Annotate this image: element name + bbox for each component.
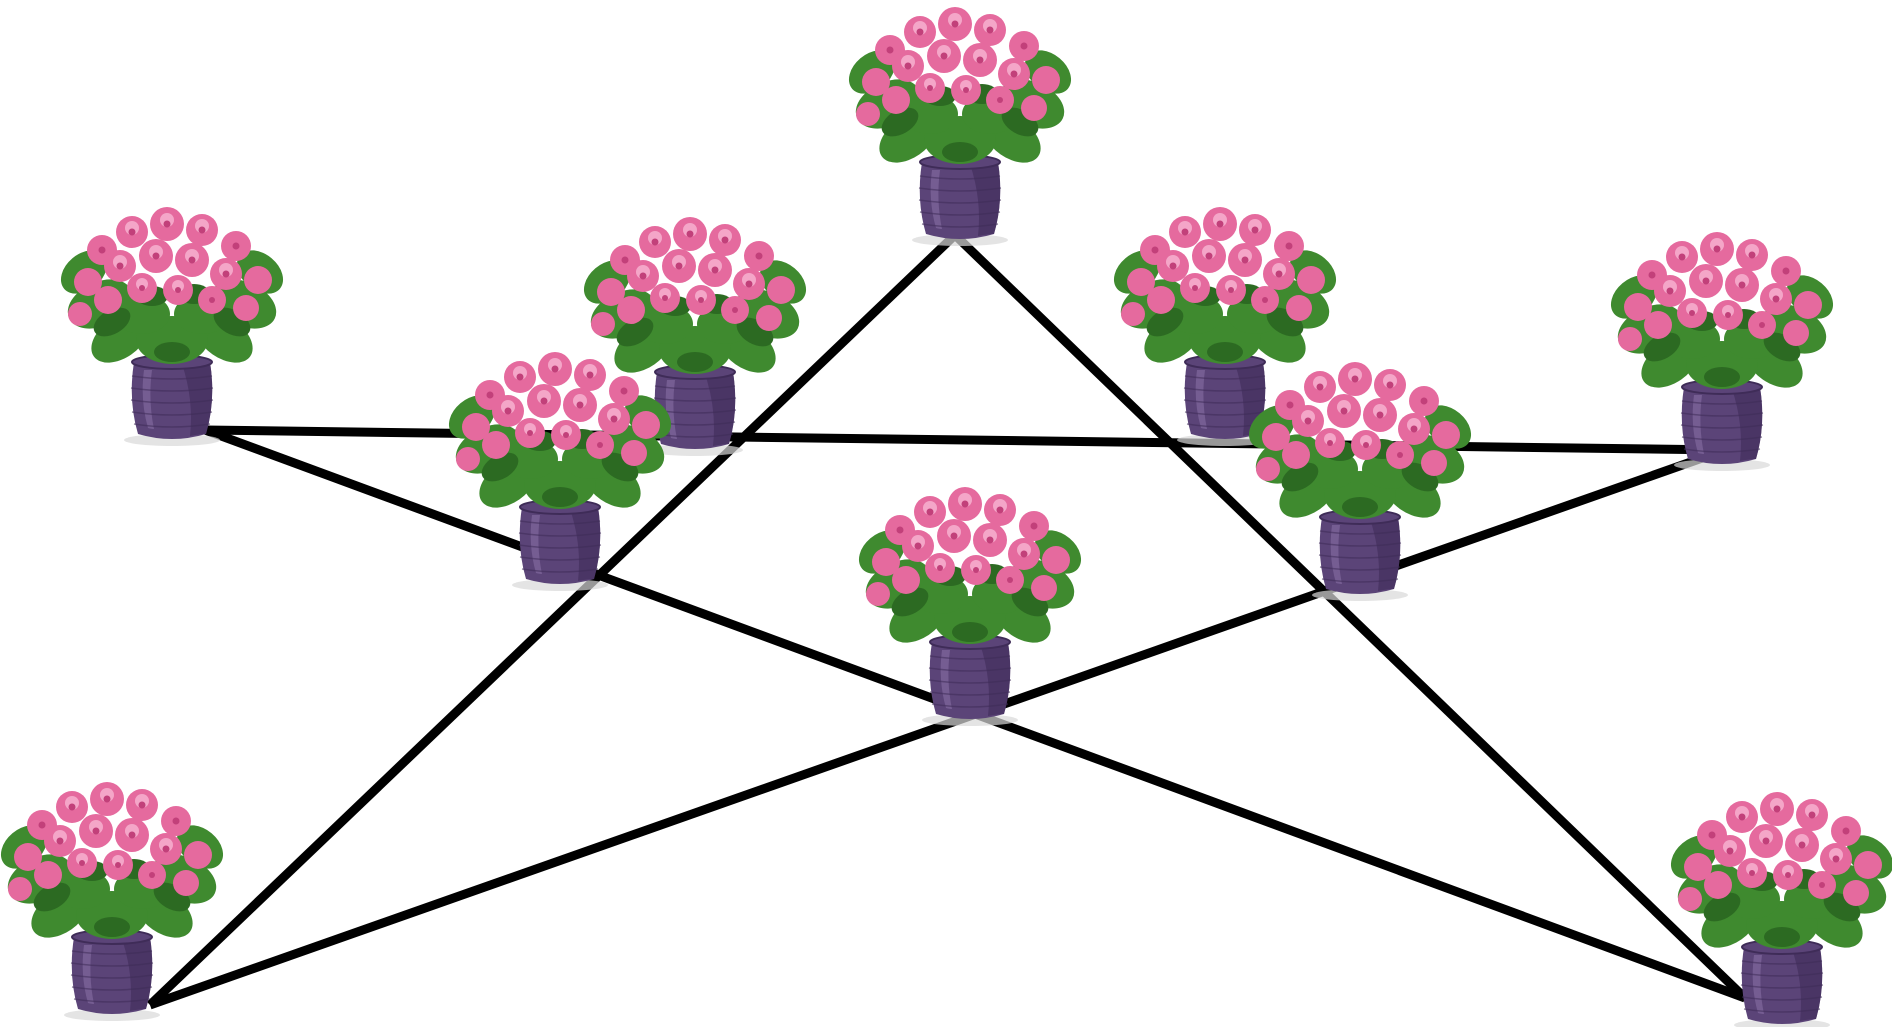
pentagram-line-1 (146, 231, 959, 1009)
pentagram-line-2 (951, 231, 1749, 1002)
pentagram-line-5 (148, 445, 1727, 1010)
potted-flower-icon (1661, 791, 1892, 1027)
potted-flower-icon (1239, 361, 1481, 602)
potted-flower-icon (439, 351, 681, 592)
potted-flower-icon (839, 6, 1081, 247)
potted-flower-icon (51, 206, 293, 447)
pentagram-line-3 (204, 425, 1726, 455)
potted-flower-icon (1601, 231, 1843, 472)
